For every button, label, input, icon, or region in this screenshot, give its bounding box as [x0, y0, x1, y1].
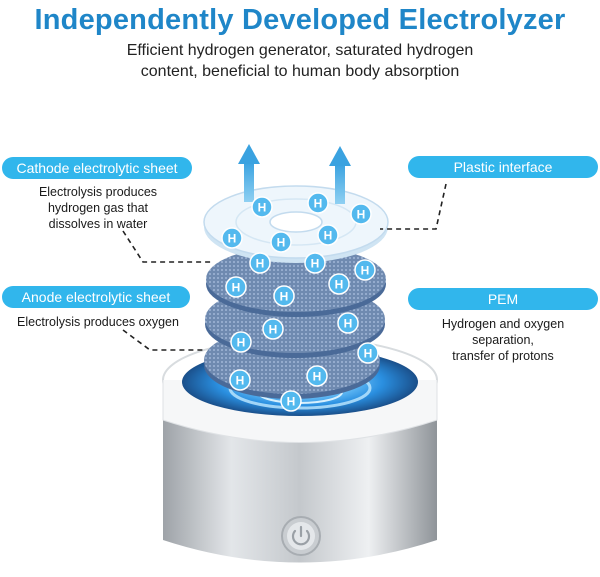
power-button-icon: [291, 525, 311, 546]
leader-lines: [122, 183, 447, 351]
hydrogen-bubble: [221, 227, 243, 249]
anode-desc-line-1: Electrolysis produces oxygen: [17, 315, 179, 329]
hydrogen-bubble: [225, 276, 247, 298]
hydrogen-symbol: H: [280, 290, 289, 304]
pem-desc-line-2: separation,: [472, 333, 534, 347]
hydrogen-bubble: [229, 369, 251, 391]
cathode-desc-line-3: dissolves in water: [48, 217, 148, 231]
hydrogen-bubble: [262, 318, 284, 340]
cathode-desc-line-2: hydrogen gas that: [47, 201, 149, 215]
hydrogen-symbol: H: [324, 229, 333, 243]
power-button[interactable]: [281, 516, 321, 556]
cathode-label: Cathode electrolytic sheet: [2, 157, 192, 179]
hydrogen-bubble: [270, 231, 292, 253]
anode-label: Anode electrolytic sheet: [2, 286, 190, 308]
hydrogen-bubble: [357, 342, 379, 364]
hydrogen-symbol: H: [361, 264, 370, 278]
anode-description: Electrolysis produces oxygen: [2, 314, 194, 330]
hydrogen-symbol: H: [232, 281, 241, 295]
cathode-desc-line-1: Electrolysis produces: [38, 185, 158, 199]
pem-desc-line-3: transfer of protons: [452, 349, 554, 363]
hydrogen-symbol: H: [258, 201, 267, 215]
hydrogen-bubble: [230, 331, 252, 353]
hydrogen-bubble: [251, 196, 273, 218]
hydrogen-bubble: [317, 224, 339, 246]
hydrogen-bubble: [249, 252, 271, 274]
hydrogen-bubble: [350, 203, 372, 225]
hydrogen-symbol: H: [357, 208, 366, 222]
subtitle-line-2: content, beneficial to human body absorp…: [140, 63, 460, 80]
hydrogen-symbol: H: [228, 232, 237, 246]
hydrogen-symbol: H: [287, 395, 296, 409]
hydrogen-bubble: [280, 390, 302, 412]
hydrogen-symbol: H: [237, 336, 246, 350]
hydrogen-symbol: H: [311, 257, 320, 271]
hydrogen-symbol: H: [256, 257, 265, 271]
hydrogen-symbol: H: [313, 370, 322, 384]
hydrogen-symbol: H: [344, 317, 353, 331]
hydrogen-bubble: [328, 273, 350, 295]
hydrogen-bubble: [337, 312, 359, 334]
hydrogen-bubble: [306, 365, 328, 387]
upward-arrow-icon: [238, 144, 260, 202]
hydrogen-symbol: H: [269, 323, 278, 337]
hydrogen-bubble: [304, 252, 326, 274]
hydrogen-symbol: H: [314, 197, 323, 211]
hydrogen-bubble: [273, 285, 295, 307]
page-subtitle: Efficient hydrogen generator, saturated …: [60, 40, 540, 82]
page-title: Independently Developed Electrolyzer: [34, 4, 566, 36]
hydrogen-symbol: H: [364, 347, 373, 361]
hydrogen-symbol: H: [236, 374, 245, 388]
hydrogen-bubble: [307, 192, 329, 214]
pem-description: Hydrogen and oxygen separation, transfer…: [418, 316, 588, 364]
hydrogen-symbol: H: [335, 278, 344, 292]
pem-label: PEM: [408, 288, 598, 310]
cathode-description: Electrolysis produces hydrogen gas that …: [18, 184, 178, 232]
upward-arrow-icon: [329, 146, 351, 204]
pem-desc-line-1: Hydrogen and oxygen: [441, 317, 565, 331]
plastic-interface-label: Plastic interface: [408, 156, 598, 178]
subtitle-line-1: Efficient hydrogen generator, saturated …: [126, 42, 474, 59]
hydrogen-symbol: H: [277, 236, 286, 250]
hydrogen-bubble: [354, 259, 376, 281]
